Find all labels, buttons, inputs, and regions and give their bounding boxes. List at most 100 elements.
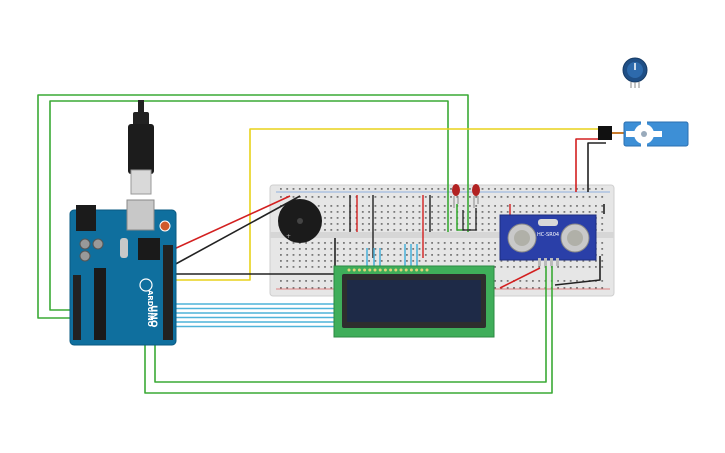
breadboard-hole [469,242,471,244]
wire-green[interactable] [49,100,449,311]
breadboard-hole [305,266,307,268]
wire-black[interactable] [171,195,301,267]
breadboard-hole [481,196,484,198]
breadboard-hole [595,188,597,190]
breadboard-hole [305,280,307,282]
breadboard-hole [437,248,440,250]
breadboard-hole [406,196,408,198]
breadboard-hole [494,205,496,207]
arduino-model: UNO [148,305,158,328]
breadboard-hole [330,280,333,282]
breadboard-hole [538,266,541,268]
breadboard-hole [557,287,559,289]
wire-green[interactable] [144,258,553,394]
breadboard-hole [324,223,326,225]
breadboard-hole [286,287,289,289]
wire-green[interactable] [154,258,547,383]
breadboard-hole [601,287,604,289]
breadboard-hole [324,205,326,207]
piezo-buzzer[interactable]: + [278,199,322,243]
wire-black[interactable] [587,142,606,192]
breadboard-hole [569,287,572,289]
breadboard-hole [431,242,433,244]
breadboard-hole [349,248,352,250]
breadboard-hole [506,287,509,289]
breadboard-hole [437,223,440,225]
breadboard-hole [418,196,421,198]
wire-red[interactable] [575,138,604,192]
wire-red[interactable] [499,267,541,289]
breadboard-hole [298,287,301,289]
breadboard-hole [437,217,440,219]
breadboard-hole [462,196,465,198]
breadboard-hole [387,260,389,262]
breadboard-hole [418,211,421,213]
breadboard-hole [500,260,503,262]
breadboard-hole [324,188,326,190]
atmega-chip [94,268,106,340]
breadboard-hole [412,229,415,231]
breadboard-hole [519,188,522,190]
breadboard-hole [513,287,515,289]
arduino-brand: ARDUINO [146,290,154,327]
breadboard-hole [324,211,326,213]
breadboard-hole [387,242,389,244]
led[interactable] [452,184,460,208]
breadboard-hole [305,254,307,256]
wire-black[interactable] [554,256,601,286]
breadboard-hole [481,211,484,213]
breadboard-hole [418,223,421,225]
wire-green[interactable] [37,94,469,319]
reset-button[interactable] [159,220,171,232]
breadboard-hole [481,188,484,190]
wire-black[interactable] [462,208,477,231]
breadboard-hole [280,188,282,190]
breadboard-hole [494,217,496,219]
breadboard-hole [506,211,509,213]
breadboard-hole [324,229,326,231]
breadboard-hole [311,260,314,262]
breadboard-hole [588,211,591,213]
breadboard-hole [380,229,383,231]
potentiometer[interactable] [622,57,648,88]
breadboard-hole [431,260,433,262]
lcd-pin [368,268,372,272]
arduino-board[interactable]: ARDUINO UNO [69,199,177,346]
ultrasonic-sensor[interactable]: HC-SR04 [499,214,597,266]
breadboard-hole [330,196,333,198]
led[interactable] [472,184,480,208]
breadboard-hole [601,229,604,231]
breadboard-hole [424,242,427,244]
breadboard-hole [305,260,307,262]
breadboard-hole [311,188,314,190]
breadboard-hole [380,205,383,207]
breadboard-hole [349,188,352,190]
breadboard-hole [399,248,402,250]
breadboard-hole [437,211,440,213]
breadboard-hole [588,266,591,268]
usb-cable[interactable] [128,100,154,195]
breadboard-hole [513,205,515,207]
servo-motor[interactable] [598,120,689,148]
breadboard-hole [280,287,282,289]
lcd-16x2[interactable] [333,265,495,338]
breadboard-hole [450,188,452,190]
breadboard-hole [286,188,289,190]
wire-yellow[interactable] [172,128,600,281]
breadboard-hole [525,188,528,190]
breadboard-hole [292,260,295,262]
breadboard-hole [324,248,326,250]
lcd-pin [347,268,351,272]
breadboard-hole [349,260,352,262]
breadboard-hole [487,229,490,231]
breadboard-hole [393,260,396,262]
digital-header[interactable] [163,245,173,340]
breadboard-hole [380,242,383,244]
power-analog-header[interactable] [73,275,81,340]
breadboard-hole [380,211,383,213]
wire-green[interactable] [456,204,463,231]
breadboard-hole [532,205,534,207]
breadboard-hole [576,280,578,282]
breadboard-hole [424,211,427,213]
breadboard-hole [525,280,528,282]
